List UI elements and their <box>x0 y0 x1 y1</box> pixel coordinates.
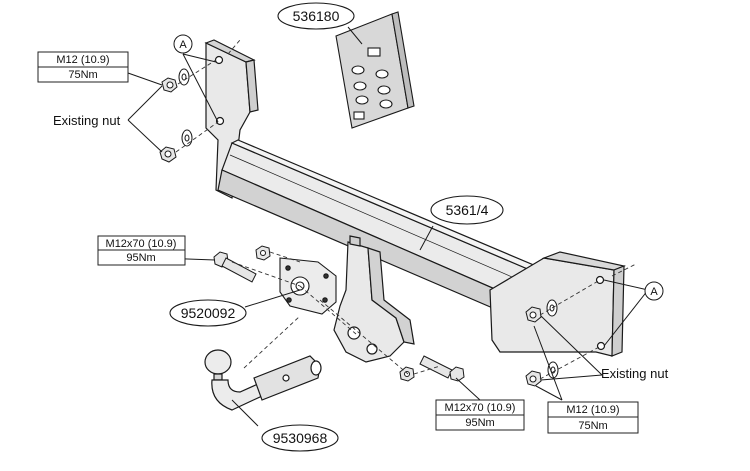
bolt-mid-left <box>213 245 271 283</box>
nut-right-lower <box>525 361 559 387</box>
tow-ball-neck <box>204 349 322 411</box>
spec-box-bottom-center: M12x70 (10.9) 95Nm <box>435 399 525 431</box>
ref-marker-a-right: A <box>644 281 664 301</box>
part-label-536180: 536180 <box>277 2 355 30</box>
svg-text:9530968: 9530968 <box>273 430 328 446</box>
spec-box-top-left: M12 (10.9) 75Nm <box>37 51 129 83</box>
nut-right-upper <box>525 299 558 323</box>
neck-mount-bracket <box>333 235 415 363</box>
nut-bottom-left <box>159 129 193 163</box>
existing-nut-label-left: Existing nut <box>53 113 121 128</box>
spec-box-mid-left: M12x70 (10.9) 95Nm <box>97 235 186 266</box>
svg-text:536180: 536180 <box>293 8 340 24</box>
svg-text:5361/4: 5361/4 <box>446 202 489 218</box>
spec-bottom-center-line1: M12x70 (10.9) <box>445 402 516 414</box>
part-label-9530968: 9530968 <box>261 424 339 452</box>
spec-mid-left-line2: 95Nm <box>126 252 155 264</box>
ref-marker-a-left: A <box>173 34 193 54</box>
cross-bar <box>217 139 538 319</box>
spec-top-left-line1: M12 (10.9) <box>56 54 109 66</box>
bolt-bottom-center <box>399 355 465 382</box>
svg-text:A: A <box>179 39 187 51</box>
assembly-lines <box>175 39 637 380</box>
spec-bottom-center-line2: 95Nm <box>465 417 494 429</box>
part-label-5361-4: 5361/4 <box>430 195 504 225</box>
spec-box-bottom-right: M12 (10.9) 75Nm <box>547 401 639 434</box>
spec-top-left-line2: 75Nm <box>68 69 97 81</box>
part-label-9520092: 9520092 <box>169 299 247 327</box>
spec-bottom-right-line1: M12 (10.9) <box>566 404 619 416</box>
socket-plate <box>279 257 337 315</box>
spec-mid-left-line1: M12x70 (10.9) <box>106 238 177 250</box>
nut-top-left <box>161 68 190 93</box>
fixing-kit-bag <box>335 11 415 129</box>
spec-bottom-right-line2: 75Nm <box>578 420 607 432</box>
svg-text:A: A <box>650 286 658 298</box>
leader-lines <box>127 26 649 427</box>
svg-text:9520092: 9520092 <box>181 305 236 321</box>
existing-nut-label-right: Existing nut <box>601 366 669 381</box>
